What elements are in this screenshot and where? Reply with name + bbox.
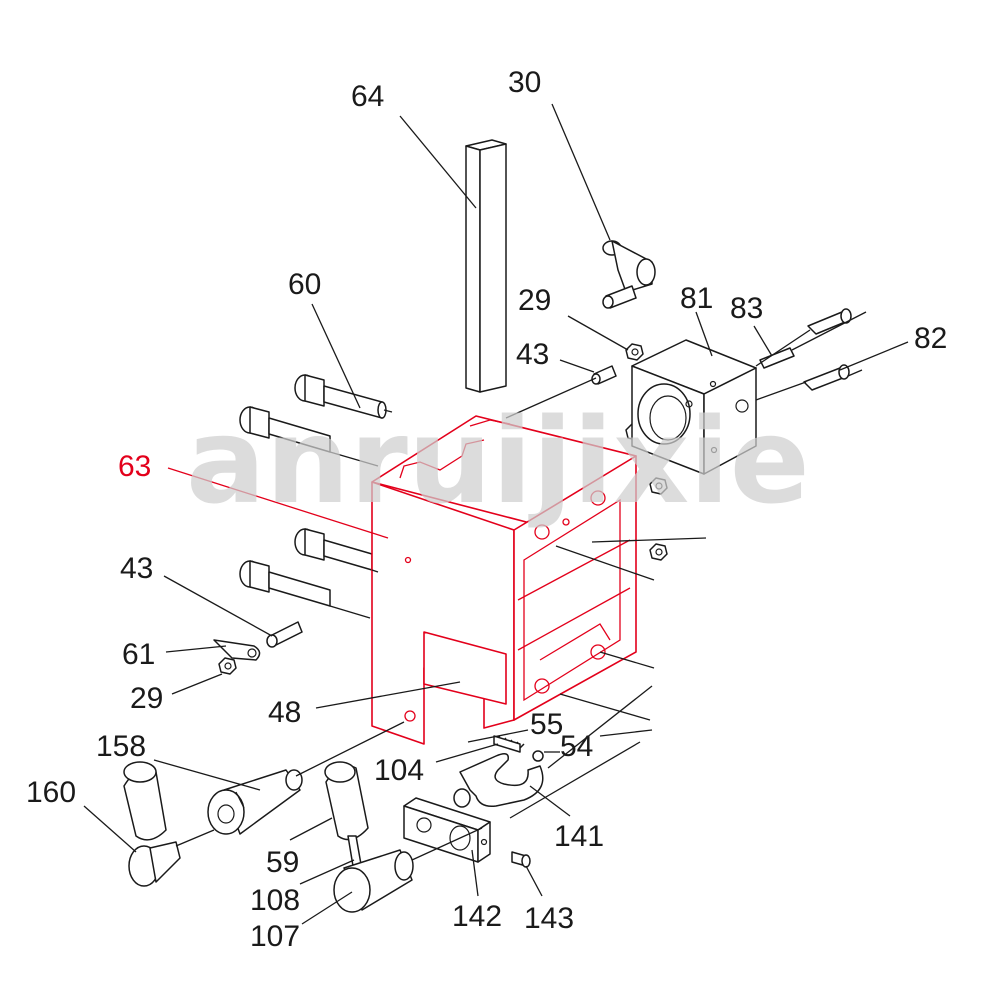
part-104-spring — [493, 735, 525, 753]
part-59-lever-handle — [123, 761, 167, 841]
part-160-knob — [128, 841, 181, 887]
leader-lines — [83, 103, 909, 925]
part-nut-mid-3 — [649, 543, 668, 561]
part-54-ball — [532, 750, 544, 762]
part-59-lever-handle-main — [324, 761, 369, 841]
part-81-block — [631, 339, 757, 475]
label-64: 64 — [351, 80, 384, 113]
part-107-hub — [333, 849, 414, 913]
part-60-screw-2 — [239, 406, 331, 453]
label-158: 158 — [96, 730, 146, 763]
label-108: 108 — [250, 884, 300, 917]
part-screw-3 — [294, 528, 373, 571]
label-55: 55 — [530, 708, 563, 741]
part-screw-4 — [239, 560, 331, 607]
part-43-pin-upper — [591, 365, 617, 385]
label-30: 30 — [508, 66, 541, 99]
label-141: 141 — [554, 820, 604, 853]
label-160: 160 — [26, 776, 76, 809]
label-143: 143 — [524, 902, 574, 935]
label-43-lower: 43 — [120, 552, 153, 585]
label-54: 54 — [560, 730, 593, 763]
label-61: 61 — [122, 638, 155, 671]
part-141-fork — [453, 753, 544, 808]
label-29-lower: 29 — [130, 682, 163, 715]
label-63: 63 — [118, 450, 151, 483]
part-158-sleeve — [207, 769, 303, 835]
part-30-elbow-fitting — [602, 240, 656, 309]
part-labels: 30 64 60 29 81 83 82 43 63 43 61 29 48 5… — [26, 66, 947, 953]
label-142: 142 — [452, 900, 502, 933]
label-83: 83 — [730, 292, 763, 325]
label-82: 82 — [914, 322, 947, 355]
part-60-screw-1 — [294, 374, 387, 419]
watermark: anruijixie — [186, 392, 810, 530]
label-60: 60 — [288, 268, 321, 301]
part-64-bar — [465, 139, 507, 393]
part-143-setscrew — [511, 851, 531, 868]
part-142-plate — [403, 797, 491, 863]
part-61-tab — [213, 639, 261, 661]
part-nut-mid-2 — [649, 477, 668, 495]
label-43-upper: 43 — [516, 338, 549, 371]
part-83-pin — [759, 347, 795, 369]
part-63-housing — [371, 415, 637, 745]
label-48: 48 — [268, 696, 301, 729]
label-29-upper: 29 — [518, 284, 551, 317]
label-59: 59 — [266, 846, 299, 879]
label-107: 107 — [250, 920, 300, 953]
part-29-nut-lower — [218, 657, 237, 675]
label-81: 81 — [680, 282, 713, 315]
part-43-pin-lower — [266, 621, 303, 648]
label-104: 104 — [374, 754, 424, 787]
part-29-nut-upper — [625, 343, 644, 361]
